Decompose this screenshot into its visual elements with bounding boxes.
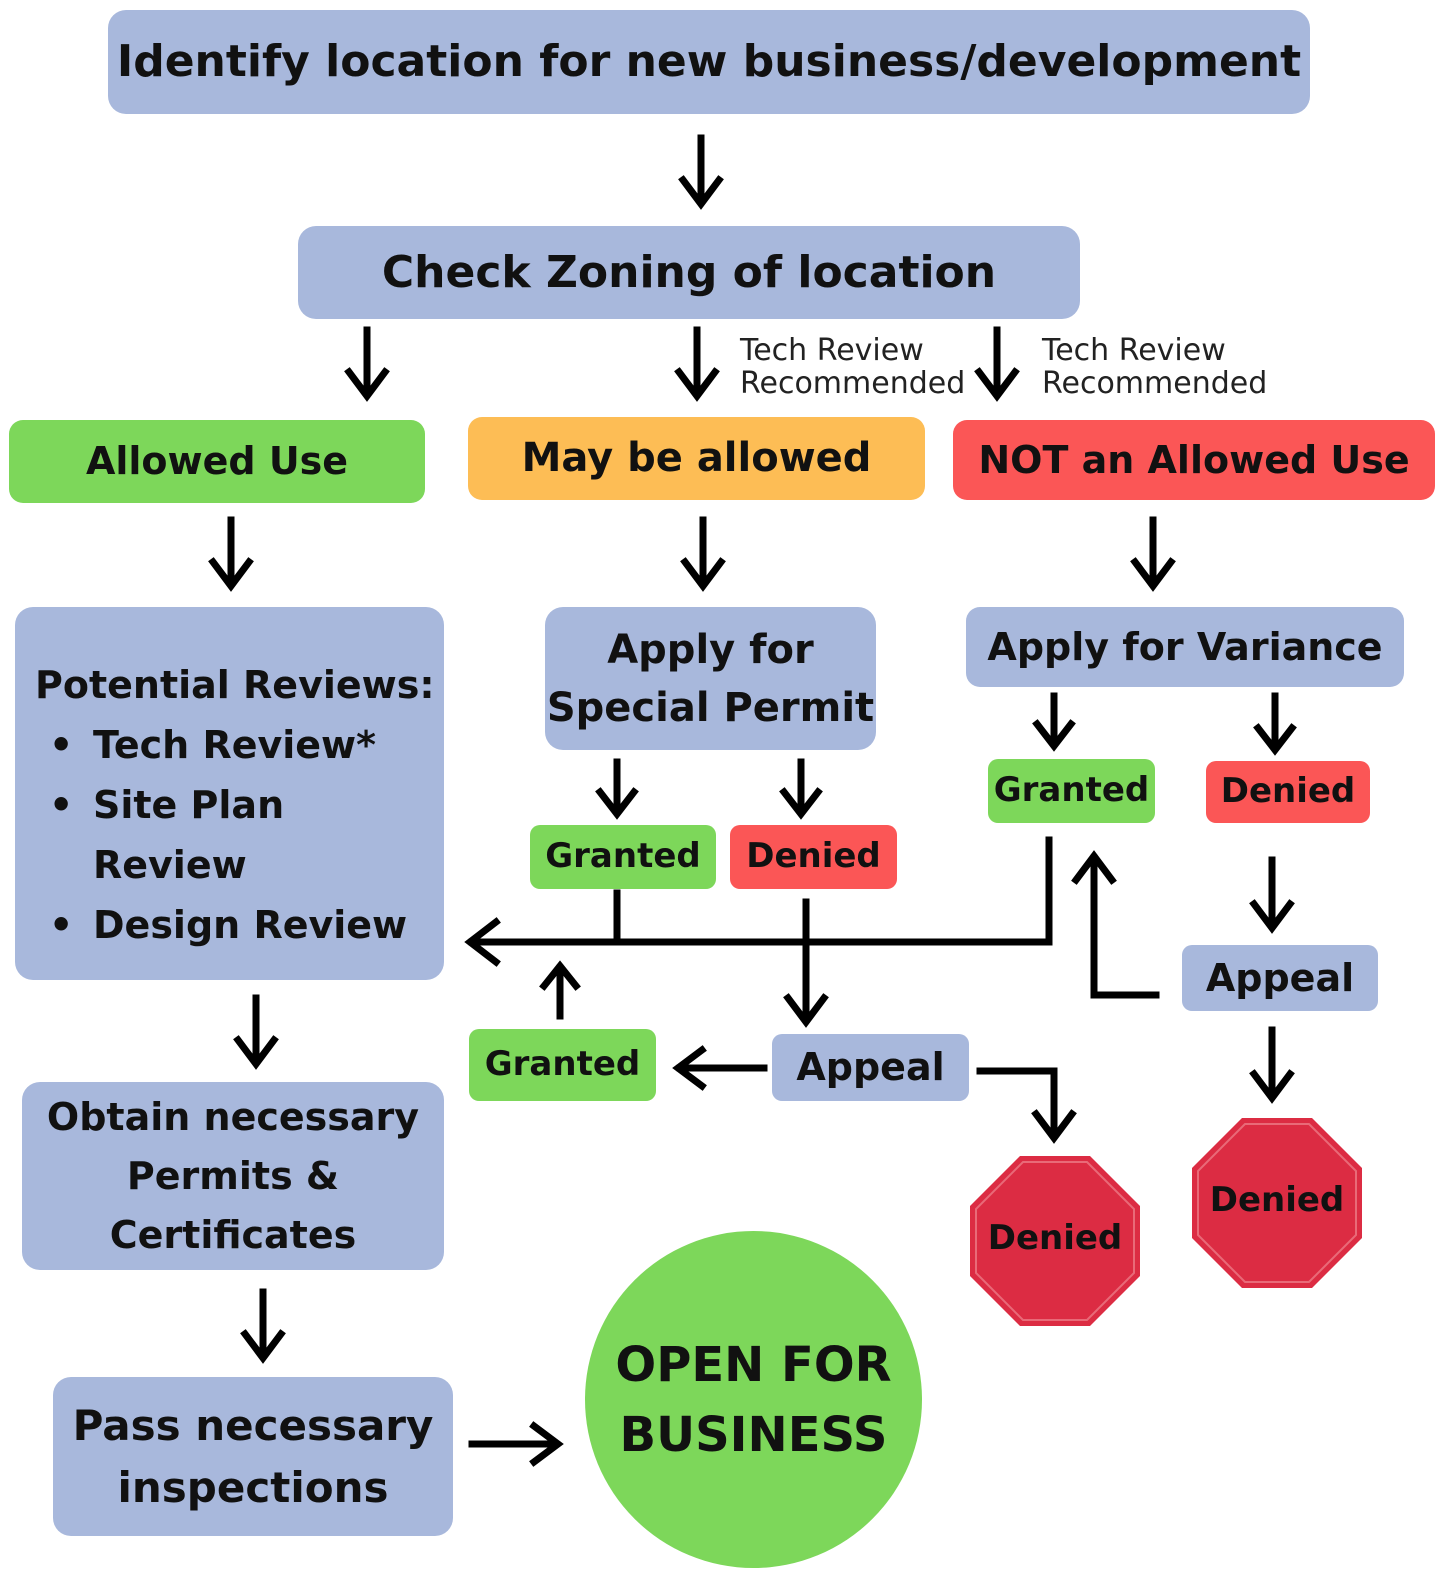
arrow-zoning-to-allowed — [344, 326, 390, 402]
pass-inspections-line: inspections — [117, 1462, 389, 1512]
arrow-allowed-to-reviews — [208, 516, 254, 592]
special-permit-box: Apply for Special Permit — [545, 607, 876, 750]
arrow-zoning-to-maybe — [674, 326, 720, 402]
stop-sign-icon — [1192, 1118, 1362, 1288]
var-appeal-label: Appeal — [1205, 955, 1355, 1000]
arrow-var-appeal-to-granted — [1071, 850, 1160, 999]
not-allowed-label: NOT an Allowed Use — [978, 437, 1410, 482]
var-granted-label: Granted — [993, 770, 1150, 811]
obtain-permits-line: Permits & — [126, 1153, 340, 1198]
arrow-maybe-to-permit — [680, 516, 726, 592]
open-for-business-line: BUSINESS — [619, 1406, 888, 1463]
sp-denied-box: Denied — [730, 825, 897, 889]
may-be-allowed-label: May be allowed — [521, 435, 872, 482]
var-appeal-box: Appeal — [1182, 945, 1378, 1011]
var-denied-label: Denied — [1220, 771, 1356, 812]
arrow-permit-to-denied — [779, 758, 823, 820]
arrow-obtain-to-pass — [240, 1288, 286, 1364]
check-zoning-box: Check Zoning of location — [298, 226, 1080, 319]
variance-label: Apply for Variance — [987, 624, 1383, 669]
tech-review-note-middle: Tech Review Recommended — [740, 334, 965, 400]
open-for-business-line: OPEN FOR — [615, 1336, 892, 1393]
var-granted-box: Granted — [988, 759, 1155, 823]
sp-appeal-box: Appeal — [772, 1034, 969, 1101]
special-permit-line: Apply for — [607, 626, 814, 673]
identify-location-box: Identify location for new business/devel… — [108, 10, 1310, 114]
arrow-appeal-to-granted — [672, 1045, 768, 1091]
potential-reviews-heading: Potential Reviews: — [35, 663, 435, 707]
open-for-business-circle: OPEN FOR BUSINESS — [585, 1231, 922, 1568]
not-allowed-box: NOT an Allowed Use — [953, 420, 1435, 500]
check-zoning-label: Check Zoning of location — [381, 246, 997, 298]
tech-review-note-right: Tech Review Recommended — [1042, 334, 1267, 400]
arrow-permit-to-granted — [595, 758, 639, 820]
review-item-site-plan: Site Plan Review — [15, 775, 293, 895]
arrow-variance-to-denied — [1253, 692, 1297, 756]
arrow-zoning-to-not-allowed — [974, 326, 1020, 402]
pass-inspections-line: Pass necessary — [72, 1400, 434, 1450]
obtain-permits-line: Obtain necessary — [46, 1094, 420, 1139]
sp-appeal-granted-label: Granted — [484, 1044, 641, 1085]
tech-review-note-line: Tech Review — [1042, 333, 1226, 368]
arrow-sp-denied-to-appeal — [783, 898, 829, 1028]
potential-reviews-list: Tech Review* Site Plan Review Design Rev… — [15, 715, 435, 955]
arrow-var-denied-to-appeal — [1249, 856, 1295, 934]
tech-review-note-line: Recommended — [740, 366, 966, 401]
stop-sign-icon — [970, 1156, 1140, 1326]
arrow-not-allowed-to-variance — [1130, 516, 1176, 592]
var-denied-box: Denied — [1206, 761, 1370, 823]
arrow-variance-to-granted — [1032, 692, 1076, 752]
review-item-design: Design Review — [15, 895, 435, 955]
obtain-permits-box: Obtain necessary Permits & Certificates — [22, 1082, 444, 1270]
sp-appeal-denied-label: Denied — [987, 1218, 1123, 1258]
identify-location-label: Identify location for new business/devel… — [116, 36, 1302, 88]
arrow-pass-to-open — [468, 1421, 564, 1467]
pass-inspections-box: Pass necessary inspections — [53, 1377, 453, 1536]
arrow-appeal-to-denied — [976, 1067, 1077, 1144]
var-appeal-denied-label: Denied — [1209, 1180, 1345, 1220]
sp-granted-label: Granted — [545, 836, 701, 877]
arrow-var-appeal-to-denied — [1249, 1026, 1295, 1104]
potential-reviews-box: Potential Reviews: Tech Review* Site Pla… — [15, 607, 444, 980]
allowed-use-label: Allowed Use — [85, 439, 349, 484]
potential-reviews-content: Potential Reviews: Tech Review* Site Pla… — [35, 655, 435, 955]
sp-appeal-label: Appeal — [796, 1045, 945, 1090]
variance-box: Apply for Variance — [966, 607, 1404, 687]
var-appeal-denied-stop: Denied — [1192, 1118, 1362, 1288]
arrow-granted-to-reviews — [464, 836, 1053, 967]
sp-granted-box: Granted — [530, 825, 716, 889]
sp-appeal-denied-stop: Denied — [970, 1156, 1140, 1326]
tech-review-note-line: Recommended — [1042, 366, 1268, 401]
tech-review-note-line: Tech Review — [740, 333, 924, 368]
obtain-permits-line: Certificates — [109, 1212, 357, 1257]
review-item-tech: Tech Review* — [15, 715, 435, 775]
arrow-appeal-granted-to-line — [539, 960, 581, 1020]
special-permit-line: Special Permit — [546, 684, 875, 731]
may-be-allowed-box: May be allowed — [468, 417, 925, 500]
allowed-use-box: Allowed Use — [9, 420, 425, 503]
arrow-reviews-to-obtain — [233, 994, 279, 1070]
sp-denied-label: Denied — [746, 836, 881, 877]
sp-appeal-granted-box: Granted — [469, 1029, 656, 1101]
arrow-identify-to-zoning — [678, 134, 724, 210]
